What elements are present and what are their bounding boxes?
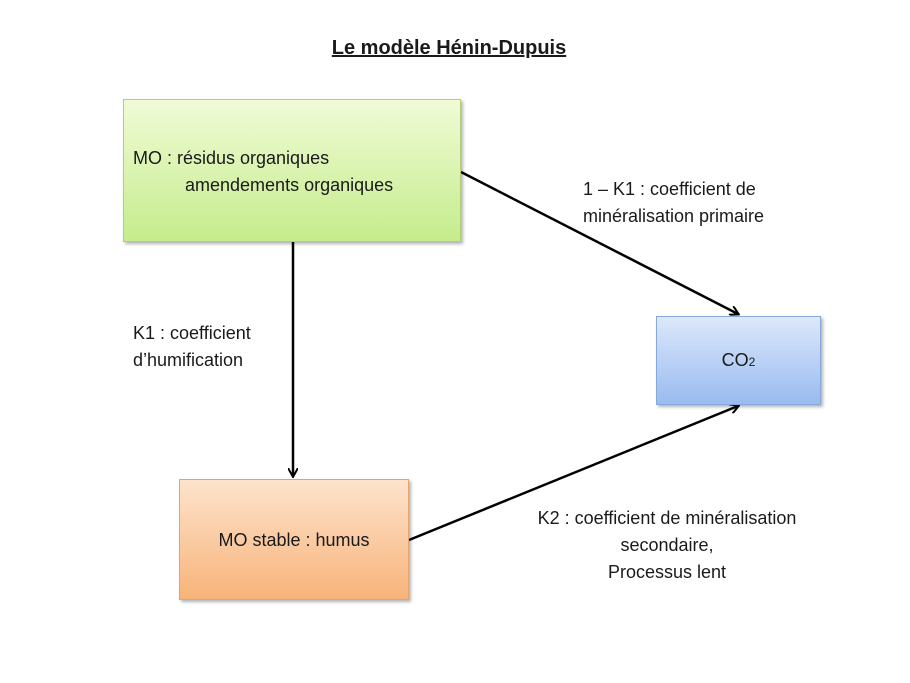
diagram-title: Le modèle Hénin-Dupuis [331, 37, 567, 59]
secondary-label-line1: K2 : coefficient de minéralisation [537, 508, 797, 528]
humus-box [179, 479, 409, 600]
primary-label-line1: 1 – K1 : coefficient de [583, 179, 756, 199]
humification-label-line2: d’humification [133, 350, 244, 370]
secondary-label-line2: secondaire, [620, 535, 714, 555]
organic-matter-line2: amendements organiques [185, 175, 394, 195]
organic-matter-line1: MO : résidus organiques [133, 148, 330, 168]
humification-label-line1: K1 : coefficient [133, 323, 251, 343]
co2-subscript: 2 [748, 355, 756, 369]
organic-matter-box [123, 99, 461, 242]
primary-label-line2: minéralisation primaire [583, 206, 765, 226]
arrow-primary-mineralisation [460, 170, 738, 314]
co2-label: CO2 [656, 347, 821, 376]
co2-main: CO [721, 350, 749, 370]
arrow-secondary-mineralisation [408, 406, 738, 542]
humus-label: MO stable : humus [218, 530, 370, 550]
co2-box [656, 316, 821, 405]
secondary-label-line3: Processus lent [607, 562, 727, 582]
